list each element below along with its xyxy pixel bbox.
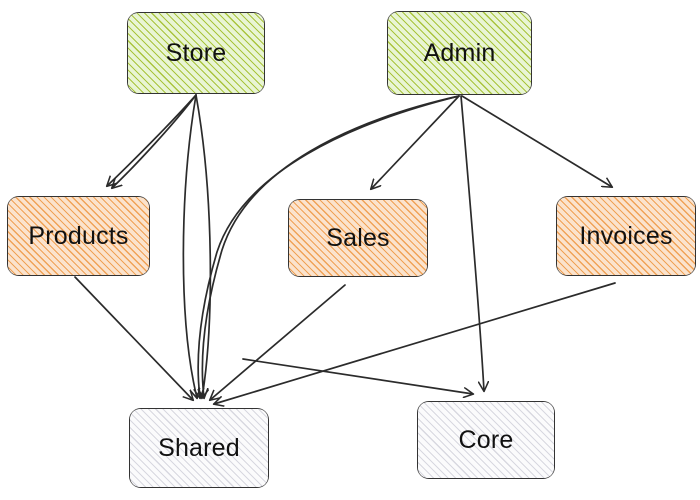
node-label-products: Products bbox=[28, 221, 129, 250]
node-label-invoices: Invoices bbox=[579, 221, 673, 250]
edge-invoices-shared bbox=[214, 282, 616, 404]
node-sales[interactable]: Sales bbox=[288, 199, 428, 277]
edge-admin-shared-a bbox=[202, 95, 460, 398]
node-fill-hatch bbox=[418, 402, 554, 478]
node-label-sales: Sales bbox=[326, 223, 390, 252]
edge-store-products-b bbox=[112, 94, 197, 188]
edge-products-shared bbox=[74, 276, 193, 400]
node-fill-hatch bbox=[128, 13, 264, 93]
node-products[interactable]: Products bbox=[7, 196, 150, 276]
edge-sales-shared bbox=[210, 284, 346, 400]
edge-store-shared-b bbox=[195, 94, 212, 398]
node-label-core: Core bbox=[458, 425, 514, 454]
node-core[interactable]: Core bbox=[417, 401, 555, 479]
edge-admin-core bbox=[460, 95, 484, 391]
edge-admin-invoices bbox=[461, 95, 612, 187]
node-fill-hatch bbox=[289, 200, 427, 276]
node-store[interactable]: Store bbox=[127, 12, 265, 94]
node-fill-hatch bbox=[130, 409, 268, 487]
edge-store-shared-a bbox=[182, 94, 197, 398]
node-invoices[interactable]: Invoices bbox=[556, 196, 696, 276]
edge-admin-sales bbox=[371, 95, 460, 189]
node-admin[interactable]: Admin bbox=[387, 11, 532, 95]
node-fill-hatch bbox=[557, 197, 695, 275]
edge-sales-core bbox=[242, 358, 473, 394]
node-fill-hatch bbox=[388, 12, 531, 94]
node-label-admin: Admin bbox=[423, 38, 496, 67]
edge-admin-shared-b bbox=[198, 95, 460, 398]
node-label-shared: Shared bbox=[158, 433, 240, 462]
edge-store-products-a bbox=[107, 94, 197, 186]
node-fill-hatch bbox=[8, 197, 149, 275]
node-shared[interactable]: Shared bbox=[129, 408, 269, 488]
node-label-store: Store bbox=[165, 38, 227, 67]
